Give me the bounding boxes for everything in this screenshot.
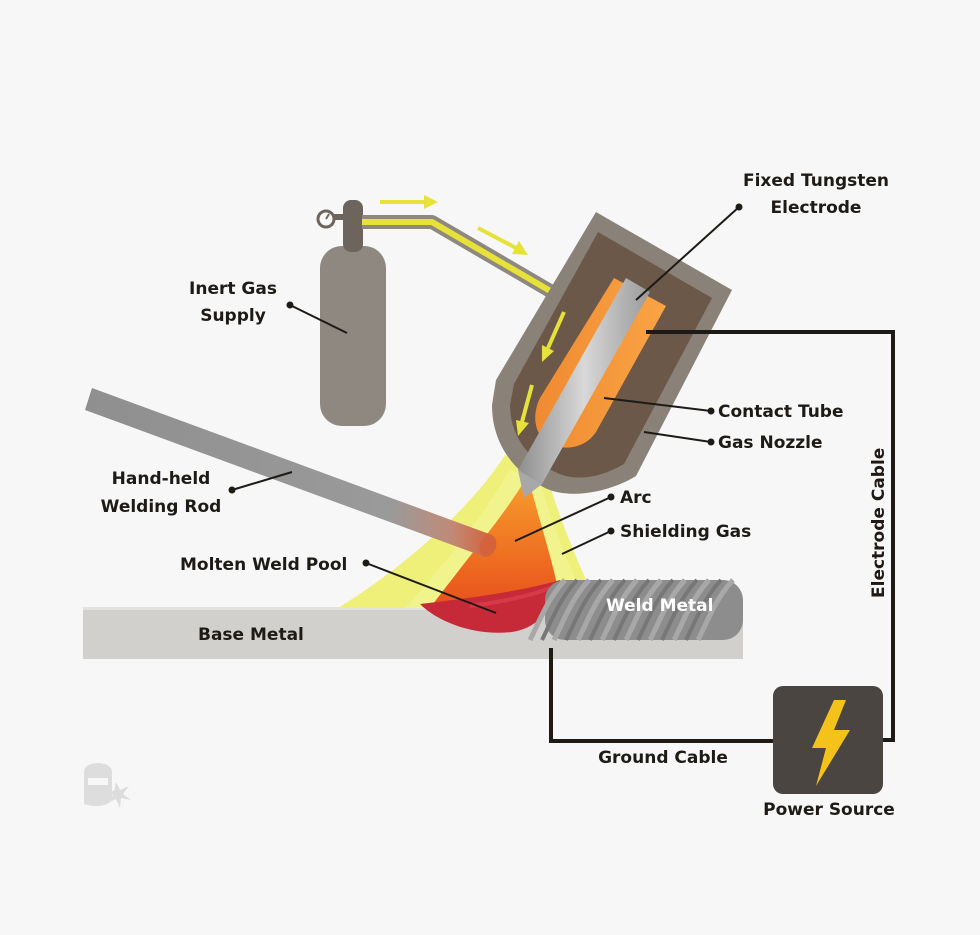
label-weld-metal: Weld Metal — [606, 596, 713, 616]
label-arc: Arc — [620, 488, 652, 508]
lightning-bolt-icon — [812, 700, 850, 786]
weld-metal-bead — [527, 578, 743, 642]
gas-hose — [362, 215, 556, 299]
tungsten-electrode — [518, 278, 650, 498]
label-base-metal: Base Metal — [198, 625, 304, 645]
label-power-source: Power Source — [763, 800, 895, 820]
gas-hose-flow — [362, 219, 554, 295]
leader-lines — [228, 203, 743, 614]
label-contact-tube: Contact Tube — [718, 402, 844, 422]
base-metal-top-edge — [83, 607, 743, 610]
label-hand-held-line2: Welding Rod — [101, 497, 222, 517]
nozzle-gas-arrows — [516, 311, 566, 436]
label-molten-weld-pool: Molten Weld Pool — [180, 555, 347, 575]
label-hand-held-line1: Hand-held — [112, 469, 211, 489]
label-gas-nozzle: Gas Nozzle — [718, 433, 823, 453]
label-fixed-tungsten-line2: Electrode — [771, 198, 862, 218]
label-inert-gas-line1: Inert Gas — [189, 279, 277, 299]
label-ground-cable: Ground Cable — [598, 748, 728, 768]
power-source-box — [773, 686, 883, 794]
molten-weld-pool — [420, 580, 560, 633]
ground-cable — [549, 648, 775, 743]
label-inert-gas-line2: Supply — [200, 306, 266, 326]
inert-gas-cylinder — [316, 200, 386, 426]
welding-helmet-spark-icon — [84, 763, 131, 808]
electrode-cable — [646, 330, 895, 742]
label-electrode-cable: Electrode Cable — [869, 448, 889, 598]
label-fixed-tungsten-line1: Fixed Tungsten — [743, 171, 889, 191]
weld-pool-shine — [469, 586, 551, 608]
gas-flow-arrows — [380, 195, 528, 255]
label-shielding-gas: Shielding Gas — [620, 522, 751, 542]
